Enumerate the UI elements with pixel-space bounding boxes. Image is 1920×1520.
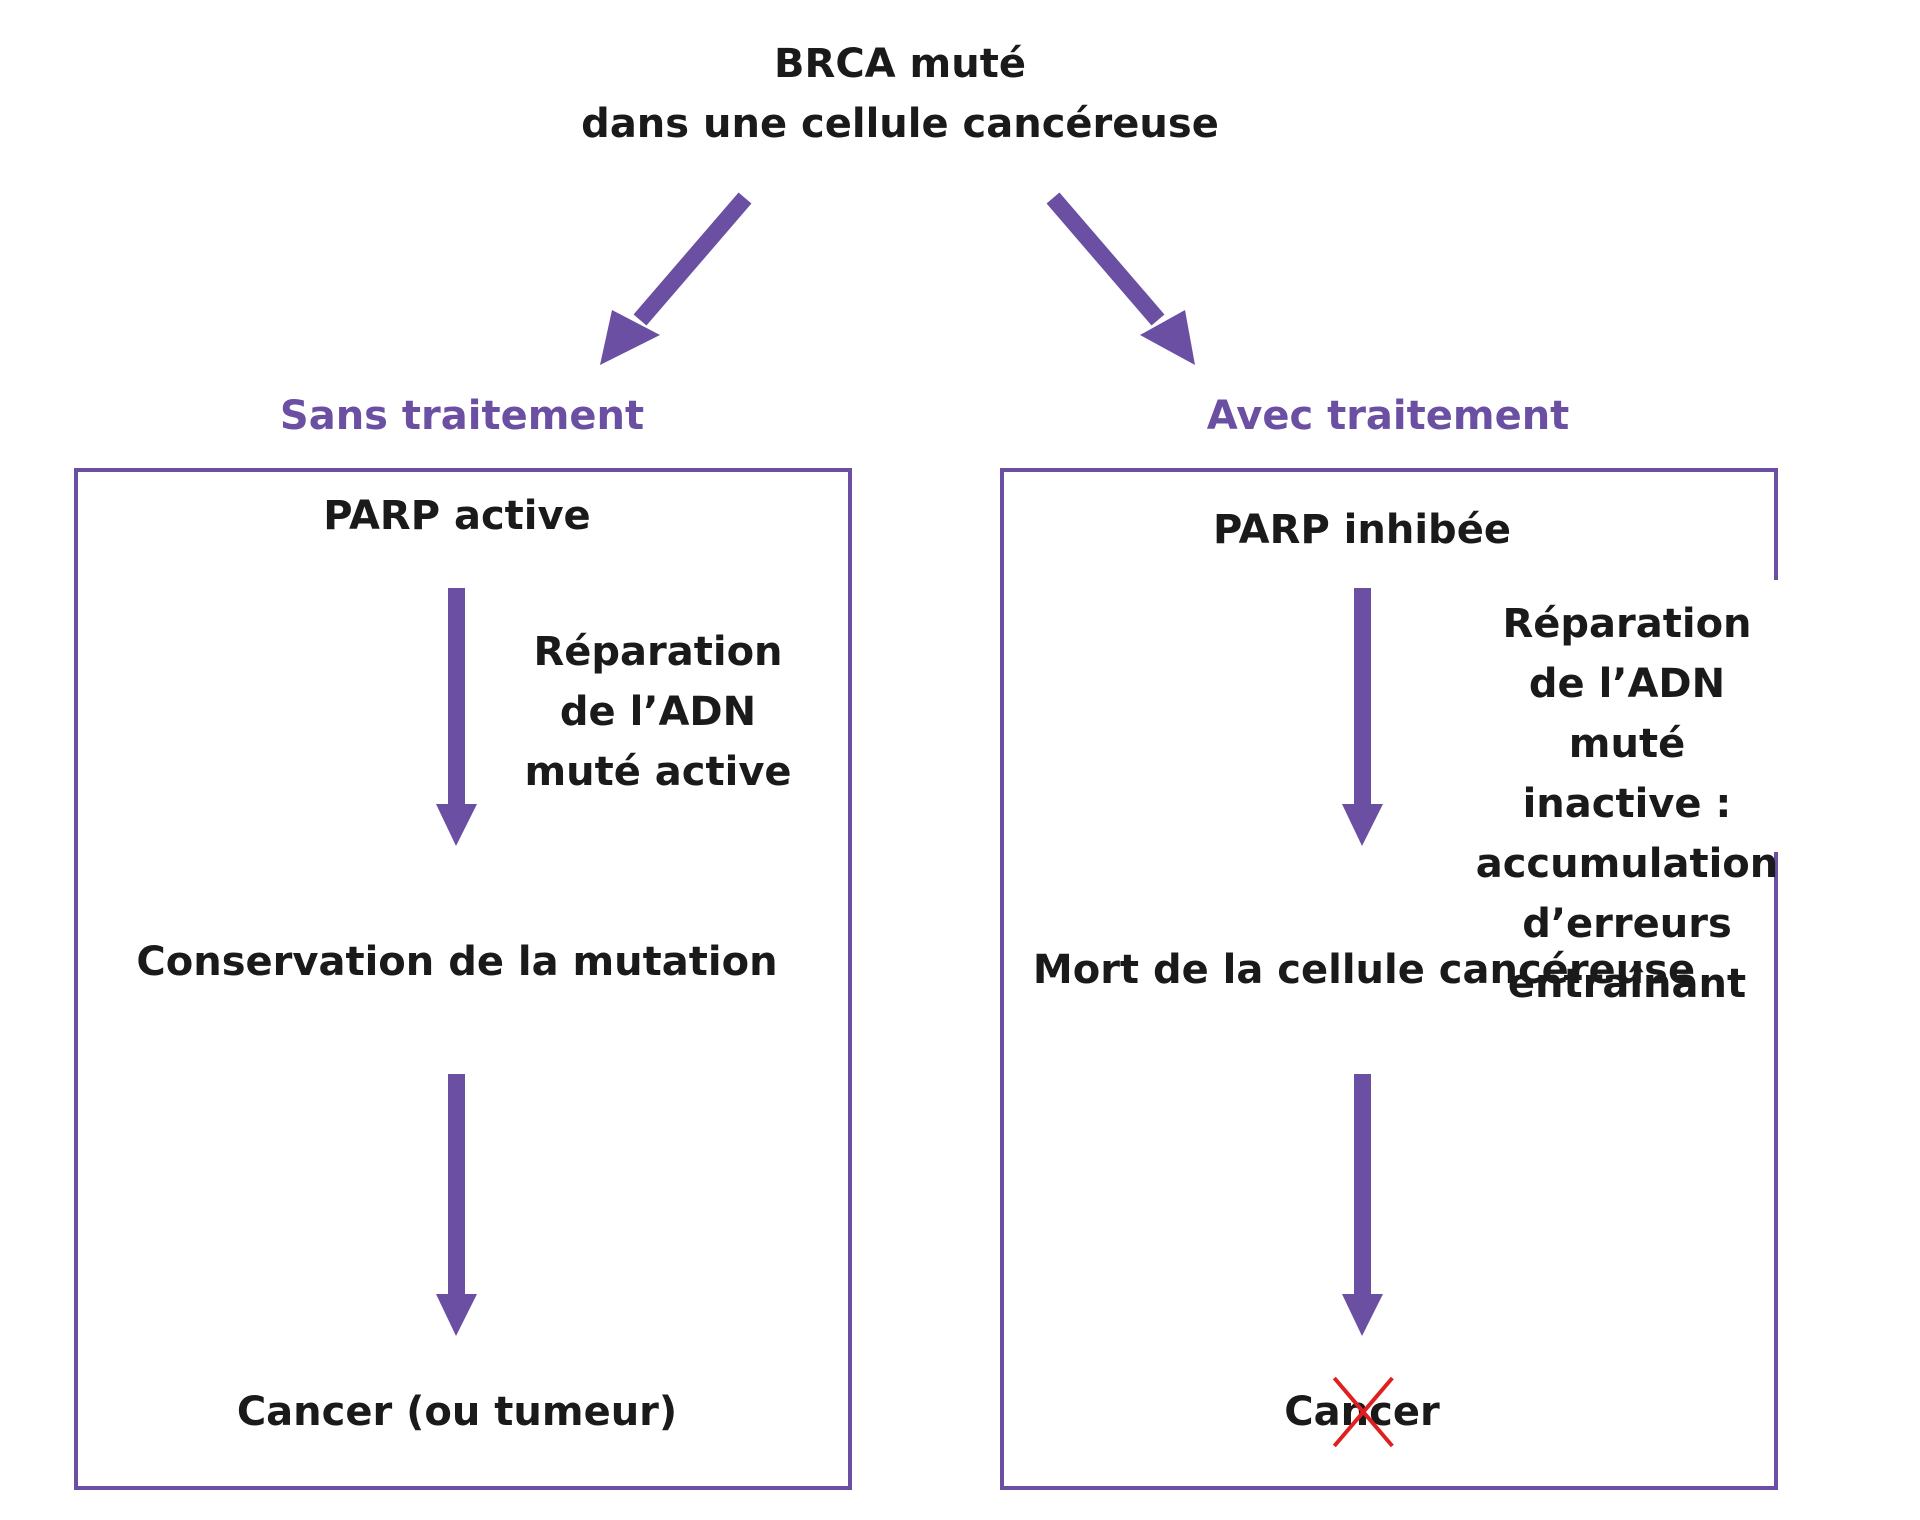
root-label: BRCA muté dans une cellule cancéreuse — [581, 34, 1219, 154]
left-arrow-parp-to-conservation — [436, 588, 477, 846]
right-arrow-death-to-cancer — [1342, 1074, 1383, 1336]
right-heading: Avec traitement — [1206, 393, 1570, 439]
left-result-label: Cancer (ou tumeur) — [236, 1389, 678, 1435]
left-repair-label: Réparation de l’ADN muté active — [524, 622, 791, 802]
right-repair-line-1: Réparation de l’ADN — [1502, 601, 1752, 707]
left-arrow-conservation-to-cancer — [436, 1074, 477, 1336]
left-repair-line-3: muté active — [524, 749, 792, 795]
right-repair-line-4: d’erreurs entraînant — [1507, 901, 1747, 1007]
left-heading: Sans traitement — [279, 393, 645, 439]
right-repair-line-3: accumulation — [1475, 841, 1779, 887]
root-line-2: dans une cellule cancéreuse — [581, 101, 1219, 147]
cross-mark-icon — [1332, 1376, 1394, 1448]
right-arrow-parp-to-death — [1342, 588, 1383, 846]
right-box — [1000, 468, 1778, 1490]
right-repair-label: Réparation de l’ADN muté inactive : accu… — [1476, 594, 1779, 1014]
left-repair-line-2: de l’ADN — [559, 689, 757, 735]
left-middle-label: Conservation de la mutation — [136, 939, 778, 985]
right-result-wrapper: Cancer — [1284, 1376, 1440, 1448]
right-repair-line-2: muté inactive : — [1522, 721, 1732, 827]
root-line-1: BRCA muté — [774, 41, 1026, 87]
left-parp-label: PARP active — [323, 493, 591, 539]
left-box — [74, 468, 852, 1490]
right-middle-label: Mort de la cellule cancéreuse — [1032, 947, 1696, 993]
left-repair-line-1: Réparation — [533, 629, 783, 675]
arrow-to-right-branch — [1046, 192, 1195, 365]
right-parp-label: PARP inhibée — [1213, 507, 1511, 553]
arrow-to-left-branch — [600, 192, 752, 365]
